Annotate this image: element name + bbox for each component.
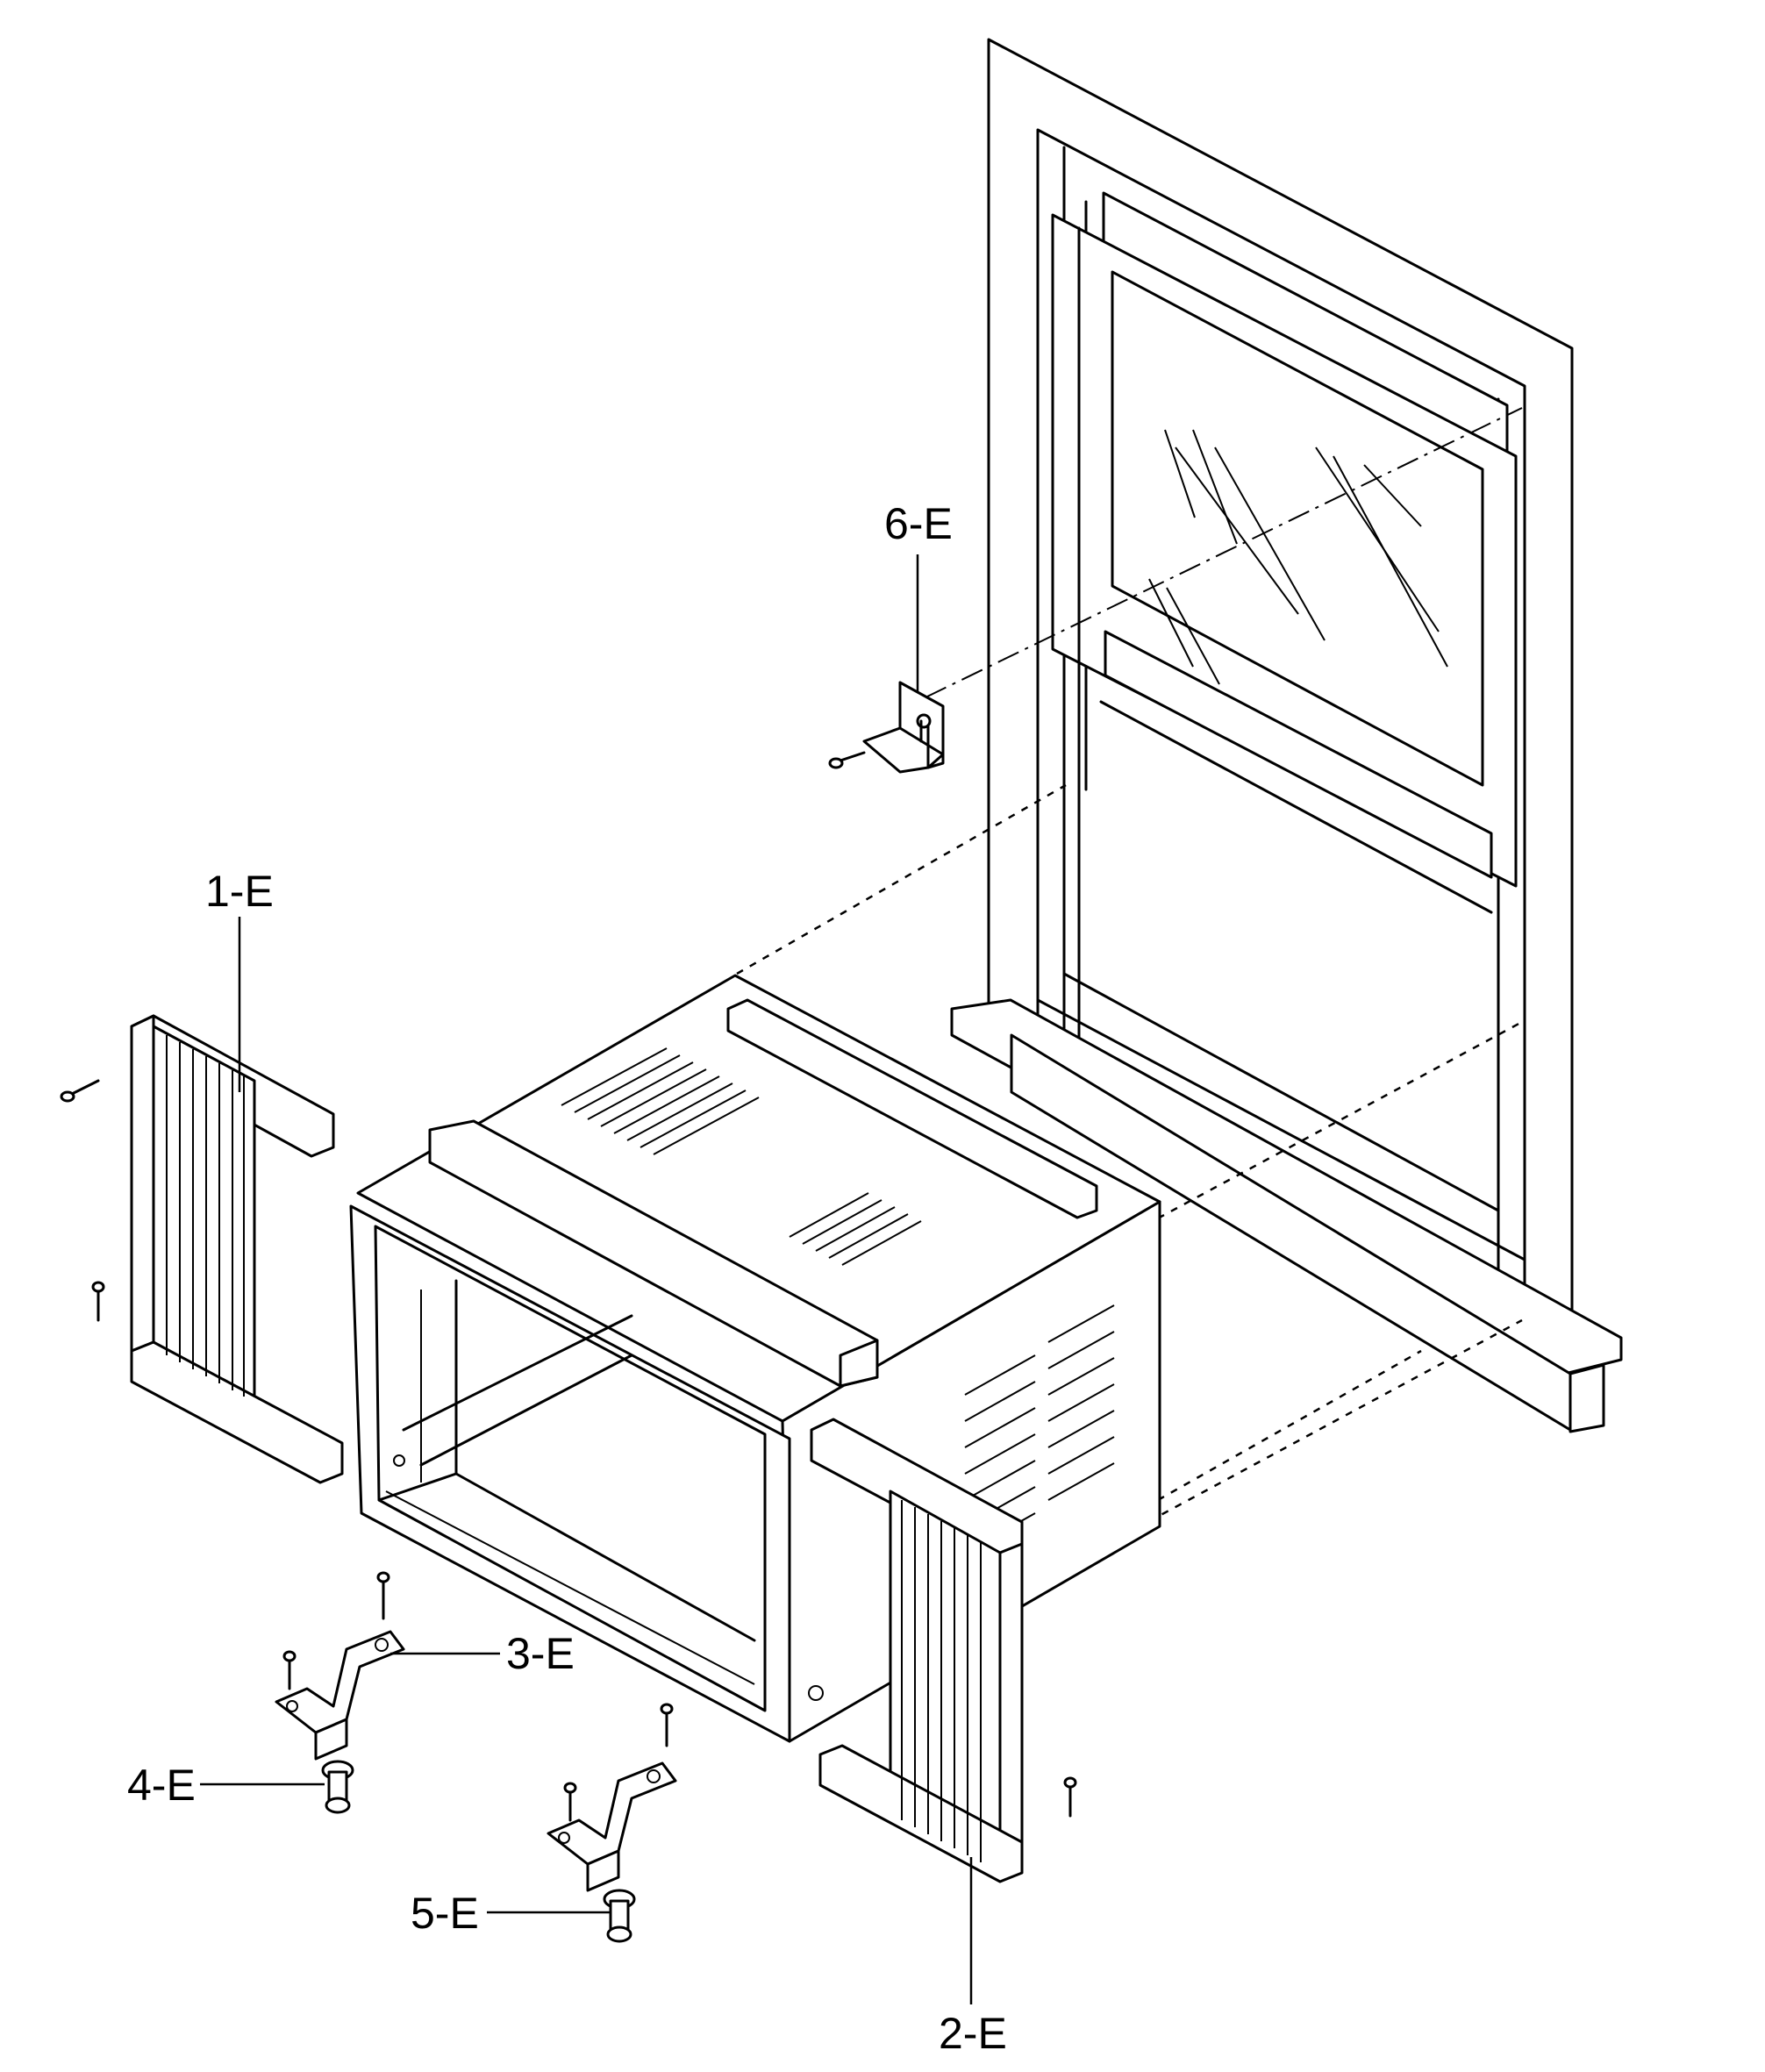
left-curtain-pleats (166, 1035, 245, 1397)
window-bracket (828, 681, 945, 774)
left-side-curtain (60, 1014, 344, 1484)
ac-cabinet (349, 974, 1161, 1743)
callout-3-e: 3-E (506, 1629, 575, 1678)
window-frame (950, 38, 1623, 1433)
leader-lines (200, 554, 973, 2004)
callout-1-e: 1-E (205, 867, 274, 916)
callout-5-e: 5-E (411, 1889, 479, 1938)
top-louvers (561, 1047, 922, 1266)
support-bracket-left (275, 1571, 405, 1814)
callout-2-e: 2-E (939, 2009, 1007, 2058)
right-curtain-pleats (901, 1500, 982, 1862)
glass-reflection-lines (1148, 429, 1448, 685)
support-bracket-right (547, 1703, 677, 1943)
callout-6-e: 6-E (884, 499, 953, 548)
right-side-curtain (810, 1418, 1077, 1883)
callout-4-e: 4-E (127, 1761, 196, 1810)
